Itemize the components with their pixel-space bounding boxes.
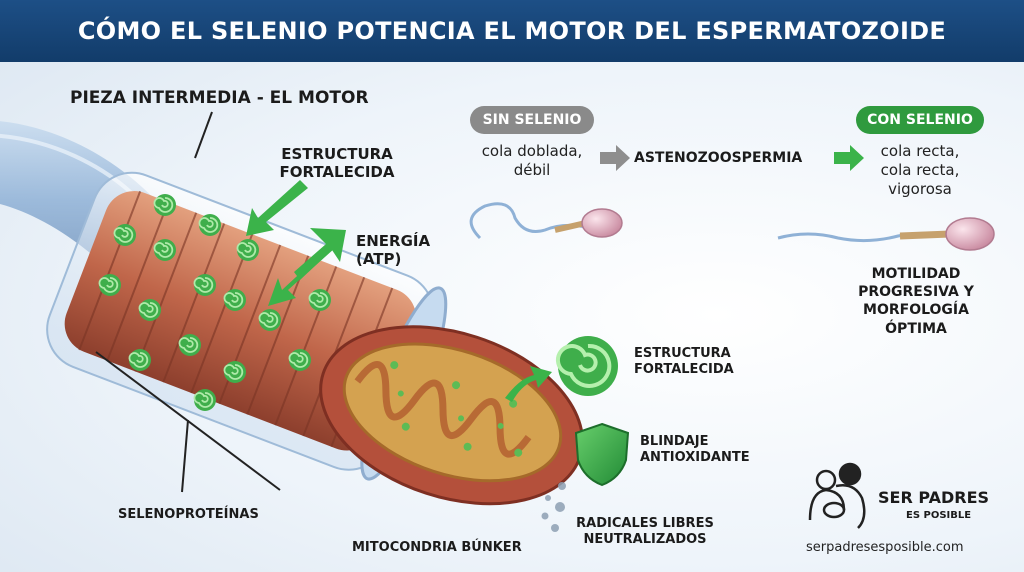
mitochondria — [319, 325, 584, 506]
selenoproteins-label: SELENOPROTEÍNAS — [118, 507, 259, 522]
strong-sperm — [777, 217, 995, 251]
with-description: cola recta, cola recta, vigorosa — [856, 142, 984, 198]
illustration — [0, 111, 995, 532]
brand-subtitle: ES POSIBLE — [906, 510, 972, 521]
radicals-line-1: RADICALES LIBRES — [576, 516, 714, 531]
radicals-bubbles — [541, 482, 566, 532]
without-selenium-badge: SIN SELENIO — [470, 106, 594, 134]
result-line-4: ÓPTIMA — [885, 320, 947, 337]
with-selenium-badge: CON SELENIO — [856, 106, 984, 134]
result-line-2: PROGRESIVA Y — [858, 284, 974, 301]
page-title: CÓMO EL SELENIO POTENCIA EL MOTOR DEL ES… — [77, 17, 947, 45]
structure-right-label: ESTRUCTURA FORTALECIDA — [634, 346, 734, 378]
shield-line-2: ANTIOXIDANTE — [640, 449, 750, 465]
with-desc-line-2: cola recta, — [880, 160, 960, 179]
structure-right-line-1: ESTRUCTURA — [634, 346, 731, 361]
spiral-icon — [555, 336, 618, 396]
midpiece-label: PIEZA INTERMEDIA - EL MOTOR — [70, 88, 369, 108]
family-logo-icon — [808, 462, 866, 529]
result-label: MOTILIDAD PROGRESIVA Y MORFOLOGÍA ÓPTIMA — [836, 265, 996, 338]
title-bar: CÓMO EL SELENIO POTENCIA EL MOTOR DEL ES… — [0, 0, 1024, 62]
arrow-icon — [834, 145, 864, 171]
result-line-3: MORFOLOGÍA — [863, 302, 969, 319]
with-desc-line-3: vigorosa — [888, 179, 952, 198]
brand-name: SER PADRES — [878, 488, 990, 507]
arrow-icon — [600, 145, 630, 171]
structure-top-line-2: FORTALECIDA — [279, 163, 395, 182]
energy-line-1: ENERGÍA — [356, 232, 431, 250]
energy-label: ENERGÍA (ATP) — [356, 232, 430, 269]
radicals-label: RADICALES LIBRES NEUTRALIZADOS — [570, 516, 720, 548]
shield-icon — [574, 422, 630, 487]
structure-right-line-2: FORTALECIDA — [634, 361, 734, 377]
arrow-icon — [246, 180, 308, 236]
structure-top-line-1: ESTRUCTURA — [281, 145, 393, 163]
energy-line-2: (ATP) — [356, 250, 402, 269]
brand-url[interactable]: serpadresesposible.com — [806, 540, 964, 555]
mitochondria-label: MITOCONDRIA BÚNKER — [352, 540, 522, 555]
without-desc-line-2: débil — [513, 160, 551, 179]
with-desc-line-1: cola recta, — [880, 142, 960, 160]
weak-sperm — [469, 202, 623, 240]
shield-line-1: BLINDAJE — [640, 434, 709, 449]
shield-label: BLINDAJE ANTIOXIDANTE — [640, 434, 750, 466]
result-line-1: MOTILIDAD — [871, 266, 961, 282]
without-description: cola doblada, débil — [466, 142, 598, 180]
structure-top-label: ESTRUCTURA FORTALECIDA — [272, 145, 402, 182]
without-desc-line-1: cola doblada, — [481, 142, 583, 160]
radicals-line-2: NEUTRALIZADOS — [583, 531, 707, 547]
condition-label: ASTENOZOOSPERMIA — [634, 150, 803, 166]
